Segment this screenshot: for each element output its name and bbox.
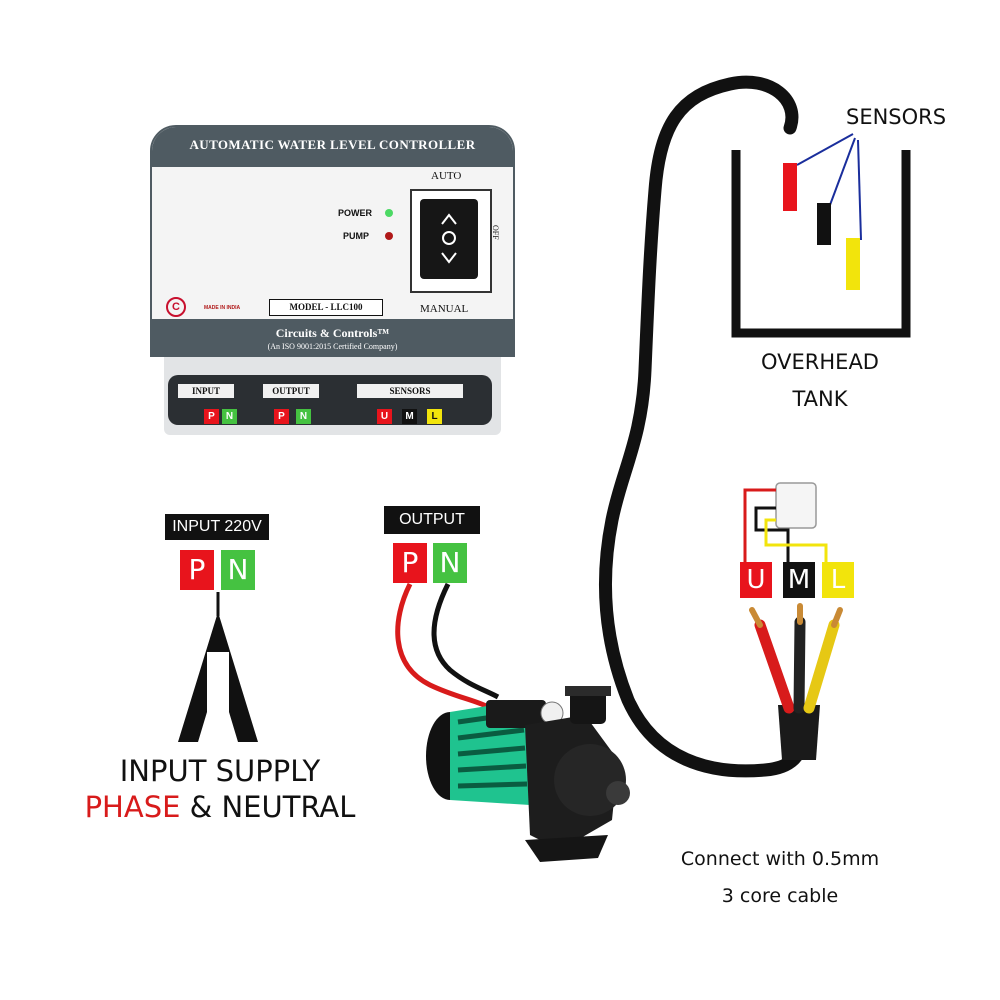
controller-title: AUTOMATIC WATER LEVEL CONTROLLER — [189, 137, 476, 152]
mode-rocker-switch[interactable] — [420, 199, 478, 279]
power-indicator-label: POWER — [338, 208, 373, 218]
input-caption-line1: INPUT SUPPLY — [119, 754, 321, 788]
switch-auto-label: AUTO — [431, 170, 462, 182]
switch-off-label: OFF — [491, 225, 500, 240]
output-pin-n: N — [433, 543, 467, 583]
tank-sensor-probes — [783, 133, 862, 290]
cable-connector — [743, 482, 828, 562]
terminal-sensor-m: M — [402, 409, 417, 424]
sensor-probe-middle — [817, 203, 831, 245]
overhead-tank — [731, 150, 911, 338]
phase-word: PHASE — [84, 790, 181, 824]
water-level-controller: AUTOMATIC WATER LEVEL CONTROLLER POWER P… — [150, 125, 515, 440]
pump-wires — [395, 582, 500, 710]
terminal-input-label: INPUT — [178, 384, 234, 398]
tank-label-line1: OVERHEAD — [761, 350, 879, 374]
sensor-probe-upper — [783, 163, 797, 211]
terminal-sensors-label: SENSORS — [357, 384, 463, 398]
sensors-label: SENSORS — [846, 105, 947, 129]
pump-led — [385, 232, 393, 240]
switch-manual-label: MANUAL — [420, 303, 469, 315]
company-name: Circuits & Controls™ — [275, 326, 390, 340]
made-in-india-mark: MADE IN INDIA — [204, 305, 241, 311]
cable-pin-u: U — [740, 562, 772, 598]
cable-caption-line1: Connect with 0.5mm — [680, 848, 880, 870]
cable-end — [749, 603, 843, 760]
output-header: OUTPUT — [384, 506, 480, 534]
controller-header — [152, 127, 513, 167]
tank-label-line2: TANK — [792, 387, 848, 411]
power-led — [385, 209, 393, 217]
cable-pin-l: L — [822, 562, 854, 598]
neutral-phrase: & NEUTRAL — [189, 790, 356, 824]
rocker-symbols-icon — [441, 213, 457, 264]
input-arrow — [178, 592, 258, 742]
input-pin-p: P — [180, 550, 214, 590]
input-pin-n: N — [221, 550, 255, 590]
sensor-probe-lower — [846, 238, 860, 290]
terminal-input-p: P — [204, 409, 219, 424]
pump-indicator-label: PUMP — [343, 231, 370, 241]
sensor-cable — [599, 75, 808, 778]
output-pin-p: P — [393, 543, 427, 583]
terminal-output-p: P — [274, 409, 289, 424]
terminal-output-n: N — [296, 409, 311, 424]
input-header: INPUT 220V — [165, 514, 269, 540]
terminal-sensor-l: L — [427, 409, 442, 424]
controller-footer — [152, 319, 513, 355]
company-certification: (An ISO 9001:2015 Certified Company) — [267, 342, 398, 351]
model-plate: MODEL - LLC100 — [269, 299, 383, 316]
terminal-output-label: OUTPUT — [263, 384, 319, 398]
certification-logo: C — [166, 297, 186, 317]
water-pump — [426, 686, 630, 862]
cable-pin-m: M — [783, 562, 815, 598]
terminal-input-n: N — [222, 409, 237, 424]
input-caption-line2: PHASE & NEUTRAL — [50, 790, 390, 824]
cable-caption-line2: 3 core cable — [721, 885, 839, 907]
controller-body: AUTOMATIC WATER LEVEL CONTROLLER POWER P… — [150, 125, 515, 357]
terminal-sensor-u: U — [377, 409, 392, 424]
